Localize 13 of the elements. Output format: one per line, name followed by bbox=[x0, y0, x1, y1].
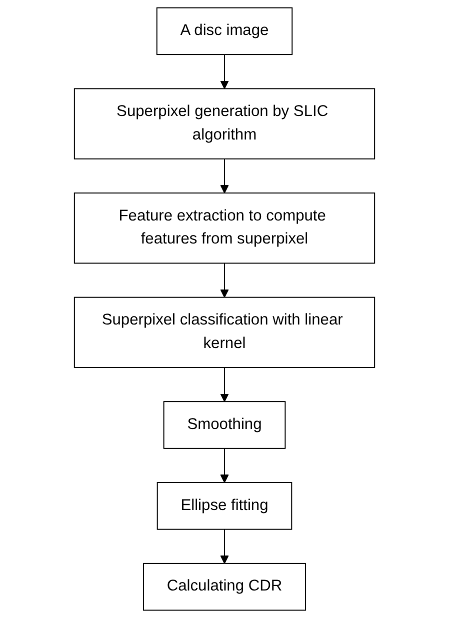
node-box: A disc image bbox=[156, 7, 293, 56]
node-box: Superpixel generation by SLIC algorithm bbox=[74, 88, 376, 160]
node-box: Smoothing bbox=[163, 401, 286, 449]
node-box: Calculating CDR bbox=[142, 562, 306, 611]
node-box: Superpixel classification with linear kernel bbox=[74, 296, 376, 368]
arrow bbox=[220, 528, 229, 564]
arrow bbox=[220, 158, 229, 194]
node-box: Ellipse fitting bbox=[156, 482, 292, 530]
arrow bbox=[220, 262, 229, 298]
arrow bbox=[220, 448, 229, 483]
arrow bbox=[220, 54, 229, 90]
arrow bbox=[220, 367, 229, 402]
node-box: Feature extraction to compute features from superpixel bbox=[74, 192, 376, 264]
